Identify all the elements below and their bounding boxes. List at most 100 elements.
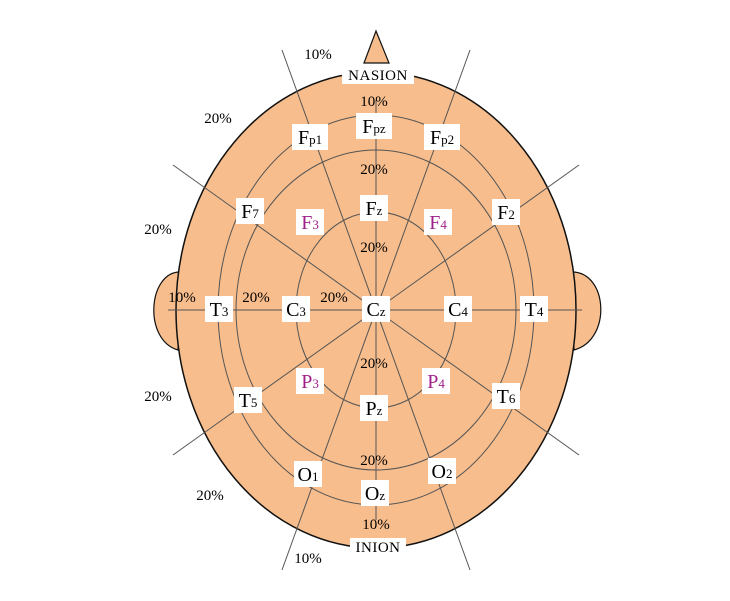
- electrode-box-f7: [236, 198, 264, 224]
- percent-label-left-ear-10: 10%: [168, 290, 196, 306]
- percent-label-top-nasion-10: 10%: [360, 94, 388, 110]
- electrode-cz: Cz: [362, 296, 390, 322]
- electrode-fp1: Fp1: [292, 124, 328, 150]
- right-ear: [571, 271, 602, 351]
- electrode-letter-c3: C: [286, 299, 299, 321]
- electrode-fp2: Fp2: [424, 124, 460, 150]
- electrode-text-fpz: Fpz: [362, 116, 386, 138]
- electrode-text-t3: T3: [210, 299, 229, 321]
- electrode-sub-t4: 4: [537, 304, 544, 319]
- electrode-p4: P4: [422, 368, 450, 394]
- electrode-t5: T5: [234, 387, 262, 413]
- electrode-c3: C3: [282, 296, 310, 322]
- percent-label-bottom-inion-10: 10%: [362, 517, 390, 533]
- electrode-o2: O2: [428, 458, 456, 484]
- electrode-letter-t4: T: [525, 299, 537, 321]
- electrode-text-c4: C4: [448, 299, 468, 321]
- electrode-letter-f8: F: [497, 202, 508, 224]
- electrode-box-oz: [361, 480, 389, 506]
- electrode-letter-fp2: F: [430, 127, 441, 149]
- nose: [363, 29, 390, 64]
- electrode-text-pz: Pz: [366, 398, 383, 420]
- electrode-pz: Pz: [360, 395, 388, 421]
- percent-labels: 10%10%20%20%20%20%10%20%20%20%20%20%20%1…: [144, 47, 390, 567]
- electrode-box-t5: [234, 387, 262, 413]
- electrode-f7: F7: [236, 198, 264, 224]
- percent-label-mid-fzcz-20: 20%: [360, 240, 388, 256]
- percent-label-bottom-left-10: 10%: [294, 551, 322, 567]
- electrode-text-o1: O1: [298, 464, 319, 486]
- electrode-text-cz: Cz: [366, 299, 385, 321]
- electrode-box-fp1: [292, 124, 328, 150]
- left-ear: [153, 271, 181, 351]
- electrode-sub-f7: 7: [252, 206, 259, 221]
- electrode-c4: C4: [444, 296, 472, 322]
- electrode-letter-c4: C: [448, 299, 461, 321]
- electrode-text-p3: P3: [301, 371, 319, 393]
- electrode-box-fp2: [424, 124, 460, 150]
- electrode-text-p4: P4: [427, 371, 445, 393]
- electrode-sub-c3: 3: [299, 304, 306, 319]
- electrode-box-t6: [492, 383, 520, 409]
- electrode-sub-o2: 2: [446, 466, 453, 481]
- electrode-sub-o1: 1: [312, 469, 319, 484]
- electrode-letter-p3: P: [301, 371, 312, 393]
- electrode-letter-f4: F: [429, 212, 440, 234]
- electrode-sub-t6: 6: [509, 391, 516, 406]
- electrode-t3: T3: [205, 296, 233, 322]
- electrode-sub-c4: 4: [461, 304, 468, 319]
- electrode-fz: Fz: [360, 195, 388, 221]
- electrode-box-fpz: [356, 113, 392, 139]
- percent-label-upper-left-20: 20%: [204, 111, 232, 127]
- electrode-p3: P3: [296, 368, 324, 394]
- electrode-text-t5: T5: [239, 390, 258, 412]
- electrode-f4: F4: [424, 209, 452, 235]
- percent-label-mid-czpz-20: 20%: [360, 356, 388, 372]
- electrode-box-fz: [360, 195, 388, 221]
- electrode-letter-pz: P: [366, 398, 377, 420]
- electrode-sub-f8: 2: [508, 207, 515, 222]
- electrode-sub-t5: 5: [251, 395, 258, 410]
- percent-label-c3cz-20: 20%: [320, 290, 348, 306]
- electrode-box-cz: [362, 296, 390, 322]
- electrode-sub-p4: 4: [438, 376, 445, 391]
- electrode-text-oz: Oz: [365, 483, 385, 505]
- electrode-letter-fz: F: [366, 198, 377, 220]
- percent-label-mid-pzoz-20: 20%: [360, 453, 388, 469]
- electrode-letter-f3: F: [301, 212, 312, 234]
- electrode-sub-f4: 4: [440, 217, 447, 232]
- inion-label: INION: [350, 538, 406, 556]
- percent-label-lower-left-20: 20%: [144, 389, 172, 405]
- electrode-sub-fp2: p2: [441, 132, 454, 147]
- electrode-letter-cz: C: [366, 299, 379, 321]
- electrode-sub-fpz: pz: [373, 121, 386, 136]
- electrode-text-f8: F2: [497, 202, 515, 224]
- electrode-text-c3: C3: [286, 299, 306, 321]
- percent-label-t3c3-20: 20%: [242, 290, 270, 306]
- electrode-sub-fp1: p1: [309, 132, 322, 147]
- electrode-box-f3: [296, 209, 324, 235]
- electrode-letter-fp1: F: [298, 127, 309, 149]
- electrode-text-fp2: Fp2: [430, 127, 454, 149]
- electrode-text-f3: F3: [301, 212, 319, 234]
- electrode-f3: F3: [296, 209, 324, 235]
- percent-label-left-20: 20%: [144, 222, 172, 238]
- percent-label-mid-fz-20: 20%: [360, 162, 388, 178]
- electrode-text-fz: Fz: [366, 198, 383, 220]
- electrode-sub-oz: z: [379, 488, 385, 503]
- electrode-text-f7: F7: [241, 201, 259, 223]
- electrode-t4: T4: [520, 296, 548, 322]
- electrode-box-pz: [360, 395, 388, 421]
- electrode-text-f4: F4: [429, 212, 447, 234]
- electrode-sub-f3: 3: [312, 217, 319, 232]
- electrode-box-f8: [492, 199, 520, 225]
- electrode-box-p3: [296, 368, 324, 394]
- electrode-sub-t3: 3: [222, 304, 229, 319]
- electrode-oz: Oz: [361, 480, 389, 506]
- electrode-letter-t6: T: [497, 386, 509, 408]
- electrode-letter-p4: P: [427, 371, 438, 393]
- electrode-text-t6: T6: [497, 386, 516, 408]
